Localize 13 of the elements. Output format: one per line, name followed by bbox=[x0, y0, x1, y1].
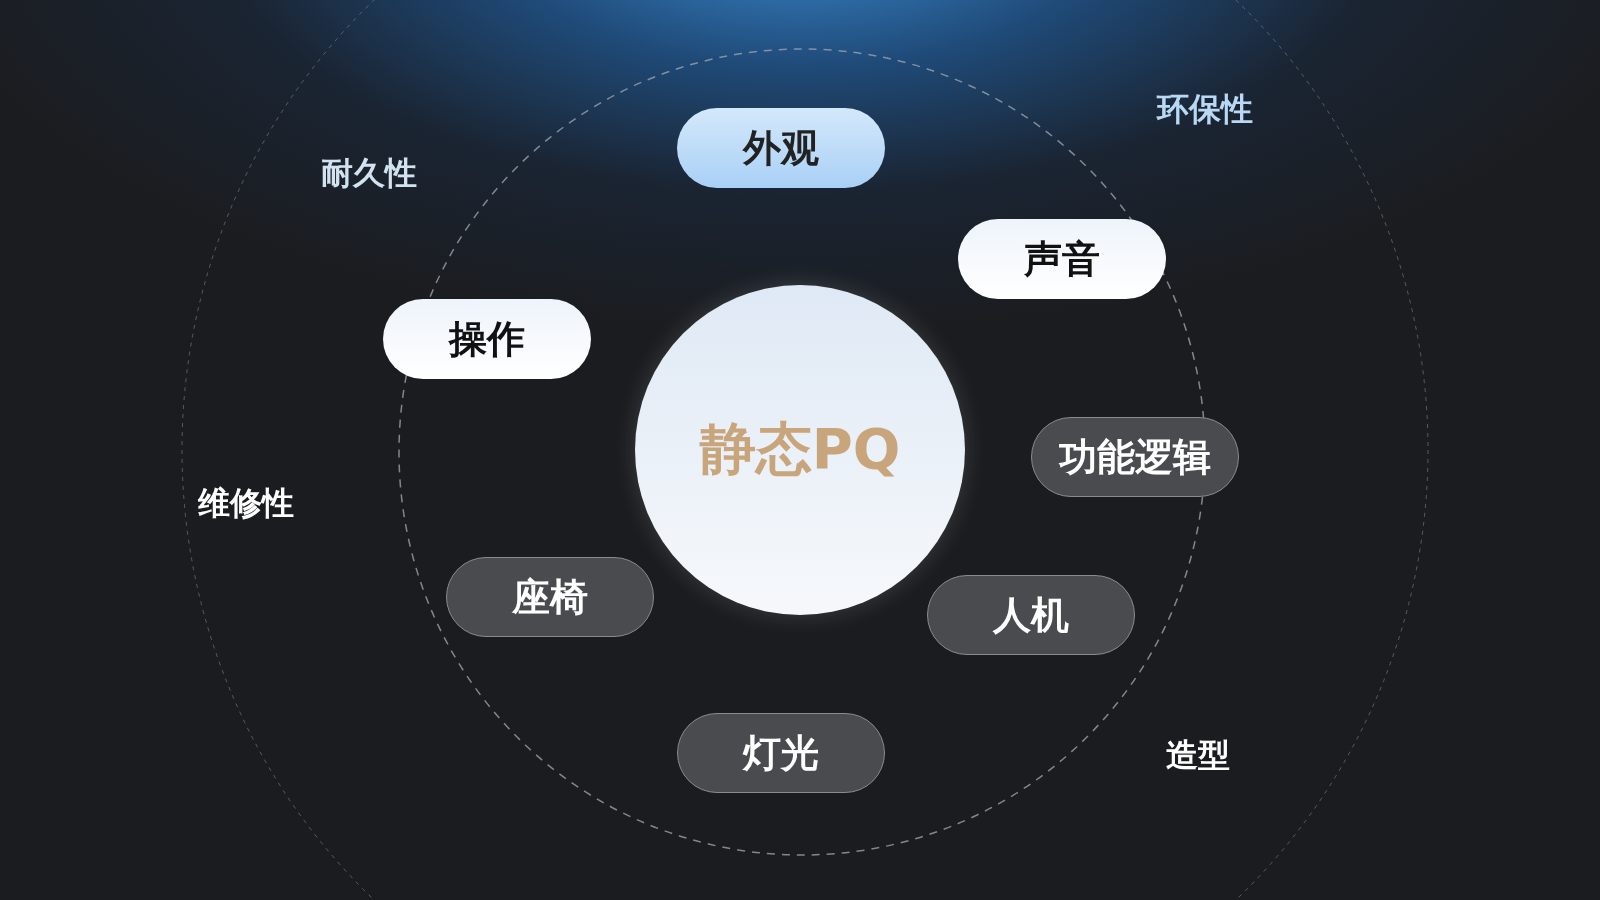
pill-label: 人机 bbox=[993, 591, 1069, 639]
attribute-label: 维修性 bbox=[198, 483, 294, 524]
attribute-label: 耐久性 bbox=[321, 153, 417, 194]
pill-label: 灯光 bbox=[743, 729, 819, 777]
pill-label: 功能逻辑 bbox=[1059, 433, 1211, 481]
attribute-label: 造型 bbox=[1166, 735, 1230, 776]
attribute-label: 环保性 bbox=[1157, 89, 1253, 130]
center-title: 静态PQ bbox=[699, 415, 901, 483]
pill-label: 座椅 bbox=[512, 573, 588, 621]
pill-label: 操作 bbox=[449, 315, 525, 363]
pill-label: 声音 bbox=[1024, 235, 1100, 283]
category-pill bbox=[958, 219, 1166, 299]
pill-label: 外观 bbox=[743, 124, 819, 172]
